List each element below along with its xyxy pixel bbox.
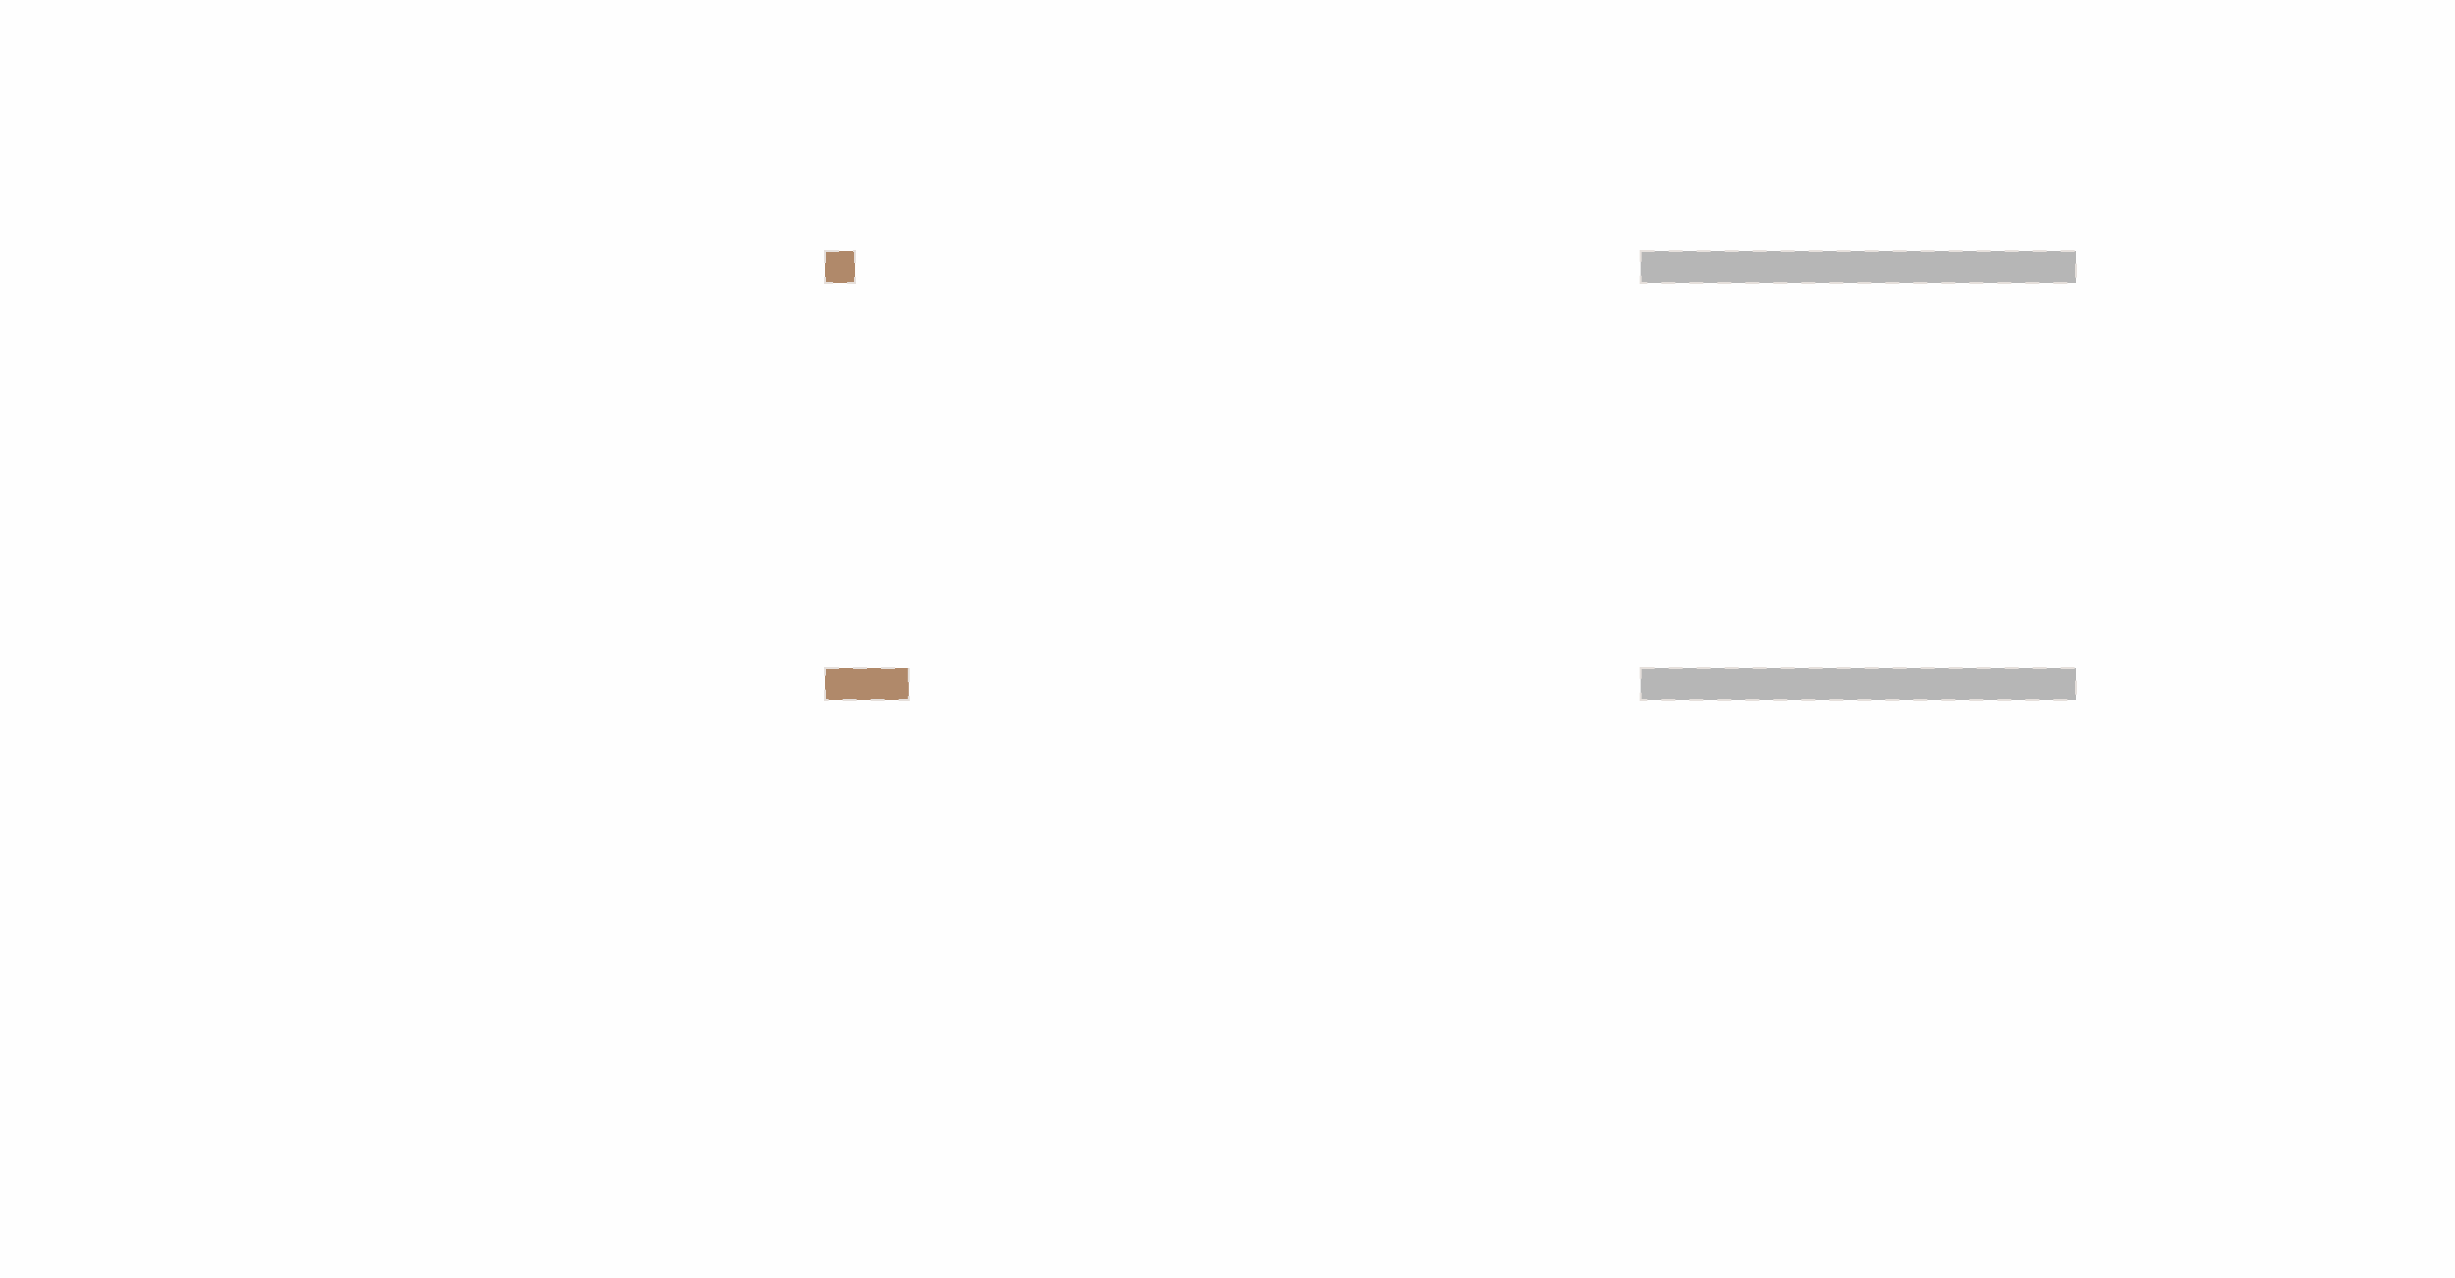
bar-grey-row-2 (1639, 667, 2077, 701)
bar-brown-row-1 (824, 250, 857, 284)
bar-brown-row-2 (824, 667, 910, 701)
bar-grey-row-1 (1639, 250, 2077, 284)
